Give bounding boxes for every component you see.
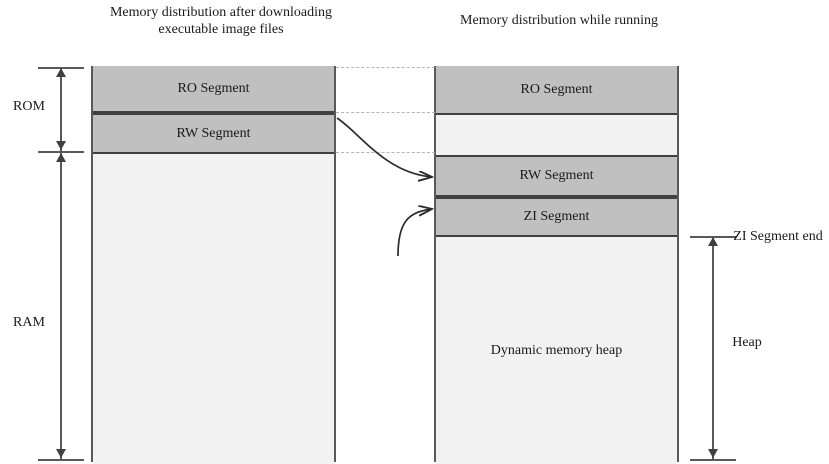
left-segment-ro-label: RO Segment: [177, 80, 250, 96]
right-segment-zi: ZI Segment: [436, 197, 677, 237]
right-segment-heap-label: Dynamic memory heap: [490, 342, 623, 358]
ram-bottom-tick: [38, 459, 84, 461]
left-segment-free: [93, 154, 334, 464]
heap-dimension-line: [712, 236, 714, 459]
ram-label: RAM: [13, 315, 45, 330]
left-segment-rw: RW Segment: [93, 113, 334, 154]
right-segment-gap: [436, 115, 677, 155]
zi-segment-end-label: ZI Segment end: [733, 229, 823, 244]
dotted-guide-ro-top: [336, 67, 435, 68]
ram-dimension-line: [60, 152, 62, 459]
rom-arrowhead-up-icon: [56, 68, 66, 77]
right-segment-ro: RO Segment: [436, 66, 677, 115]
heap-bottom-tick: [690, 459, 736, 461]
rom-arrowhead-down-icon: [56, 141, 66, 150]
right-segment-rw-label: RW Segment: [519, 168, 594, 183]
ram-arrowhead-up-icon: [56, 153, 66, 162]
left-segment-rw-label: RW Segment: [176, 125, 251, 141]
right-segment-rw: RW Segment: [436, 155, 677, 197]
right-segment-ro-label: RO Segment: [520, 81, 593, 97]
rom-dimension-line: [60, 67, 62, 151]
dotted-guide-ro-bottom: [336, 112, 435, 113]
right-segment-heap: Dynamic memory heap: [436, 237, 677, 464]
left-memory-column: RO Segment RW Segment: [91, 66, 336, 464]
heap-arrowhead-down-icon: [708, 449, 718, 458]
left-diagram-title: Memory distribution after downloading ex…: [109, 5, 333, 37]
dotted-guide-rw-bottom: [336, 152, 435, 153]
ram-arrowhead-down-icon: [56, 449, 66, 458]
zi-transfer-arrow: [397, 209, 432, 257]
right-diagram-title: Memory distribution while running: [460, 13, 658, 28]
right-memory-column: RO Segment RW Segment ZI Segment Dynamic…: [434, 66, 679, 464]
rom-label: ROM: [13, 99, 45, 114]
rw-transfer-arrow: [336, 117, 432, 177]
right-segment-zi-label: ZI Segment: [523, 209, 590, 224]
heap-label: Heap: [732, 335, 762, 350]
left-segment-ro: RO Segment: [93, 66, 334, 113]
heap-arrowhead-up-icon: [708, 237, 718, 246]
